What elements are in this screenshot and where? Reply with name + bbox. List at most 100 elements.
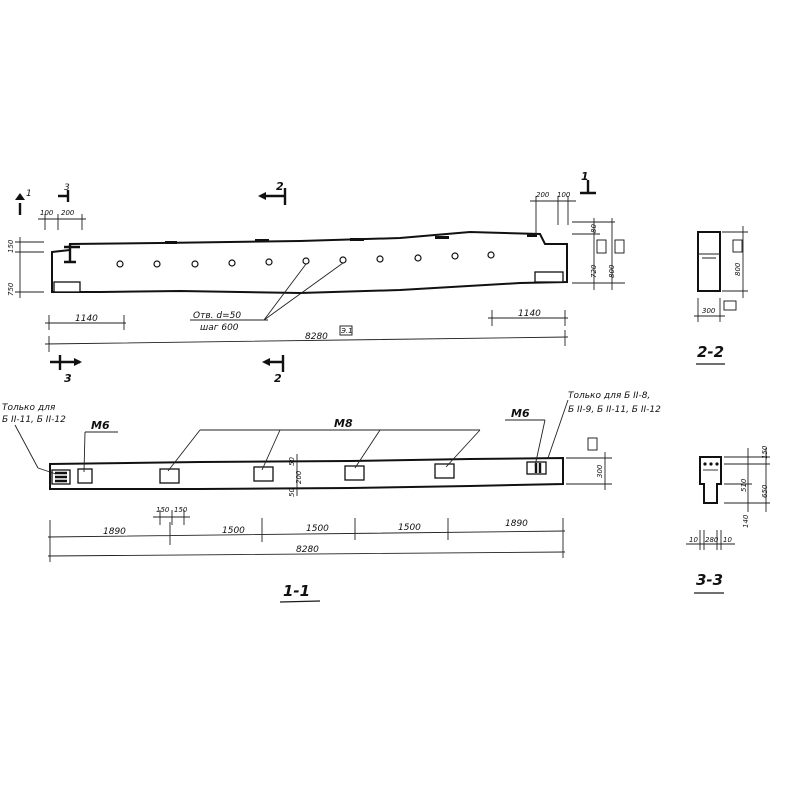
cut-1-left-label: 1 — [26, 189, 32, 199]
hole — [414, 254, 422, 262]
note-right-line1: Только для Б II-8, — [568, 391, 650, 401]
cut-3-top-marker — [58, 190, 70, 202]
top-insert-3 — [350, 238, 364, 241]
cut-1-left-arrow — [15, 193, 25, 200]
spacing-1500-a: 1500 — [222, 526, 245, 536]
plan-width-300: 300 — [596, 464, 604, 478]
cut-2-bottom-label: 2 — [274, 372, 282, 385]
section-3-3-dim-280: 280 — [705, 536, 719, 544]
mark-box-length — [339, 325, 353, 336]
section-2-2-outline — [697, 231, 721, 292]
section-2-2-height: 800 — [734, 262, 742, 276]
left-end-anchor — [64, 244, 80, 264]
end-dim-100: 100 — [40, 209, 54, 217]
small-dim-150-b: 150 — [174, 506, 188, 514]
mark-box-right-800 — [614, 239, 625, 254]
right-height-800: 800 — [608, 264, 616, 278]
mark-box-right-720 — [596, 239, 607, 254]
left-note-leader — [14, 424, 57, 475]
hole — [487, 251, 495, 259]
m8-plate-2 — [253, 466, 274, 482]
section-2-2: 800 300 2-2 — [694, 226, 748, 365]
hole — [451, 252, 459, 260]
section-3-3: 150 510 650 140 10 280 10 3-3 — [686, 445, 770, 594]
section-2-2-width: 300 — [702, 307, 716, 315]
m8-plate-4 — [434, 463, 455, 479]
spacing-1890-left: 1890 — [103, 527, 126, 537]
section-3-3-label: 3-3 — [696, 571, 723, 589]
section-3-3-dim-510: 510 — [740, 478, 748, 492]
bay-left-dim: 1140 — [75, 314, 98, 324]
hole — [153, 260, 161, 268]
m6-left-plate — [77, 468, 93, 484]
m8-plate-3 — [344, 465, 365, 481]
hole-leader — [190, 262, 344, 321]
beam-plan-outline — [49, 456, 564, 490]
elevation-view: Отв. d=50 шаг 600 1 3 2 1 3 2 100 200 20… — [7, 170, 625, 385]
bay-right-dim: 1140 — [518, 309, 541, 319]
top-insert-4 — [435, 236, 449, 239]
section-3-3-bottom-dims — [686, 530, 735, 550]
note-left-line2: Б II-11, Б II-12 — [2, 415, 66, 425]
left-height-750: 750 — [7, 282, 15, 296]
plan-view: М6 М8 М6 Только для Б II-11, Б II-12 Тол… — [2, 391, 661, 603]
section-2-2-height-dim — [722, 226, 748, 298]
small-dim-line — [153, 510, 190, 525]
m8-label: М8 — [334, 417, 353, 430]
end-dim-right-100: 100 — [557, 191, 571, 199]
hole — [191, 260, 199, 268]
plan-total-dim-line — [47, 540, 566, 562]
elevation-total-length: 8280 — [305, 332, 328, 342]
section-1-1-underline — [279, 600, 321, 603]
plan-mark-box — [587, 437, 598, 451]
right-height-720: 720 — [590, 264, 598, 278]
section-3-3-dim-10-right: 10 — [723, 536, 732, 544]
right-height-80: 80 — [590, 224, 598, 233]
right-note-leader — [547, 399, 569, 459]
total-length-dim-line — [44, 330, 569, 352]
cut-2-top-label: 2 — [276, 180, 284, 193]
section-3-3-dim-650: 650 — [761, 484, 769, 498]
mark-box-length-text: Э.1 — [340, 327, 353, 335]
m6-right-leader — [505, 419, 546, 467]
section-3-3-outline — [699, 456, 722, 504]
hole — [265, 258, 273, 266]
section-2-2-top-band — [698, 253, 720, 259]
note-left-line1: Только для — [2, 403, 56, 413]
left-height-150: 150 — [7, 239, 15, 253]
top-insert-5 — [527, 234, 537, 237]
cut-3-bottom-label: 3 — [64, 372, 72, 385]
hole-row — [116, 251, 495, 268]
right-height-dim-line — [572, 218, 625, 290]
section-2-2-label: 2-2 — [697, 343, 724, 361]
left-height-dim-line — [15, 237, 44, 298]
note-right-line2: Б II-9, Б II-11, Б II-12 — [568, 405, 661, 415]
top-insert-1 — [165, 241, 177, 244]
small-dim-150-a: 150 — [156, 506, 170, 514]
hole-note-pitch: шаг 600 — [200, 323, 239, 333]
section-2-2-width-dim — [694, 298, 725, 322]
plan-total-length: 8280 — [296, 545, 319, 555]
m6-right-label: М6 — [511, 407, 530, 420]
cut-2-bottom-arrow — [262, 358, 270, 366]
hole — [228, 259, 236, 267]
plan-width-dim-line — [566, 452, 612, 490]
end-dim-right-200: 200 — [536, 191, 550, 199]
bottom-bay-dim-lines — [45, 310, 568, 330]
beam-elevation-outline — [51, 230, 568, 295]
spacing-1500-b: 1500 — [306, 524, 329, 534]
m8-leader — [167, 429, 481, 472]
cut-1-right-label: 1 — [581, 170, 589, 183]
right-end-hatch — [534, 463, 542, 473]
m8-plate-1 — [159, 468, 180, 484]
hole-note-diameter: Отв. d=50 — [193, 311, 241, 321]
spacing-1890-right: 1890 — [505, 519, 528, 529]
right-support-pad — [534, 271, 564, 283]
left-end-hatch — [55, 471, 67, 483]
spacing-1500-c: 1500 — [398, 523, 421, 533]
m6-left-leader — [83, 431, 118, 473]
top-end-dim-line-right — [530, 196, 576, 235]
hole — [116, 260, 124, 268]
section-3-3-bolt — [715, 462, 719, 466]
